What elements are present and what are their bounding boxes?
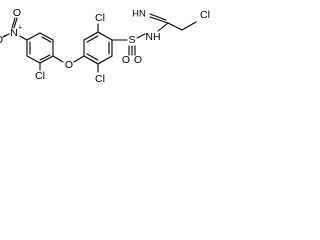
amidine-chain: NH HN Cl bbox=[132, 9, 210, 44]
aryl-chlorine: Cl bbox=[35, 62, 45, 82]
left-benzene-ring bbox=[26, 32, 54, 64]
nitro-oxygen-charge: - bbox=[4, 33, 7, 40]
chlorine-lower-label: Cl bbox=[95, 73, 105, 85]
nitro-group: O N + O - bbox=[0, 7, 28, 46]
ether-bridge: O bbox=[52, 55, 85, 71]
aryl-chlorine-label: Cl bbox=[35, 70, 45, 82]
sulfur-label: S bbox=[128, 34, 135, 46]
sulfonamide-nh-label: NH bbox=[145, 31, 160, 43]
imine-label: HN bbox=[132, 9, 146, 20]
ether-oxygen-label: O bbox=[65, 59, 73, 71]
sulfonyl-group: S O O bbox=[111, 34, 142, 66]
nitro-oxygen-top-label: O bbox=[13, 7, 21, 19]
chloromethyl-chlorine-label: Cl bbox=[200, 9, 210, 21]
right-ring-chlorines: Cl Cl bbox=[95, 12, 105, 85]
nitro-nitrogen-charge: + bbox=[18, 25, 22, 32]
chlorine-upper-label: Cl bbox=[95, 12, 105, 24]
sulfonyl-oxygen-left-label: O bbox=[122, 54, 130, 66]
nitro-nitrogen-label: N bbox=[10, 27, 18, 39]
chemical-structure: O N + O - Cl O Cl Cl S bbox=[0, 7, 210, 85]
sulfonyl-oxygen-right-label: O bbox=[134, 54, 142, 66]
nitro-oxygen-left-label: O bbox=[0, 34, 3, 46]
right-benzene-ring bbox=[83, 31, 113, 65]
